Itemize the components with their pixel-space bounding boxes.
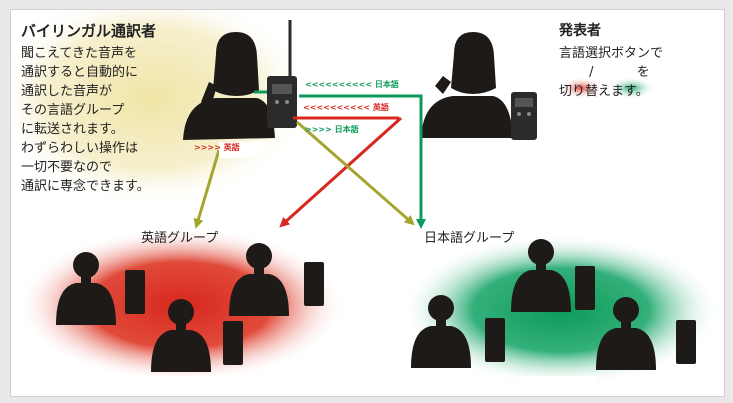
caption-block-top (219, 142, 263, 158)
language-separator: / (589, 65, 594, 80)
interpreter-line: 通訳した音声が (21, 84, 113, 99)
interpreter-description: 聞こえてきた音声を 通訳すると自動的に 通訳した音声が その言語グループ に転送… (21, 44, 206, 196)
japanese-label: 日本語 (597, 65, 637, 80)
interpreter-transmitter (267, 20, 297, 128)
interpreter-line: 通訳に専念できます。 (21, 179, 150, 194)
arrow-label-japanese-in: <<<<<<<<<< 日本語 (305, 80, 399, 89)
interpreter-line: わずらわしい操作は (21, 141, 139, 156)
interpreter-line: 聞こえてきた音声を (21, 46, 137, 61)
arrow-label-english-out: >>>> 英語 (194, 143, 240, 152)
japanese-pill (607, 77, 655, 99)
arrow-label-japanese-out: >>>> 日本語 (305, 125, 359, 134)
presenter-title: 発表者 (559, 23, 601, 39)
presenter-suffix: を (636, 65, 650, 80)
presenter-line-1: 言語選択ボタンで (559, 46, 664, 61)
interpreter-line: その言語グループ (21, 103, 125, 118)
presenter-transmitter (511, 92, 537, 140)
arrow-label-english-mid: <<<<<<<<<< 英語 (303, 103, 389, 112)
diagram-graphics (11, 10, 721, 392)
presenter-description: 言語選択ボタンで 英語 / 日本語を 切り替えます。 (559, 44, 719, 101)
caption-block-right (517, 376, 597, 392)
english-pill (559, 77, 603, 99)
presenter-silhouette (421, 32, 513, 138)
interpreter-line: 一切不要なので (21, 160, 113, 175)
japanese-group-label: 日本語グループ (424, 231, 515, 246)
presenter-line-3: 切り替えます。 (559, 84, 649, 99)
diagram-panel: バイリンガル通訳者 聞こえてきた音声を 通訳すると自動的に 通訳した音声が その… (10, 9, 725, 397)
english-label: 英語 (559, 65, 586, 80)
presenter-line-2: 英語 / 日本語を (559, 63, 719, 82)
interpreter-line: に転送されます。 (21, 122, 124, 137)
interpreter-line: 通訳すると自動的に (21, 65, 139, 80)
english-group-label: 英語グループ (141, 231, 219, 246)
caption-block-left (147, 376, 227, 392)
interpreter-silhouette (183, 32, 275, 140)
interpreter-title: バイリンガル通訳者 (21, 22, 157, 40)
arrows (193, 90, 426, 229)
